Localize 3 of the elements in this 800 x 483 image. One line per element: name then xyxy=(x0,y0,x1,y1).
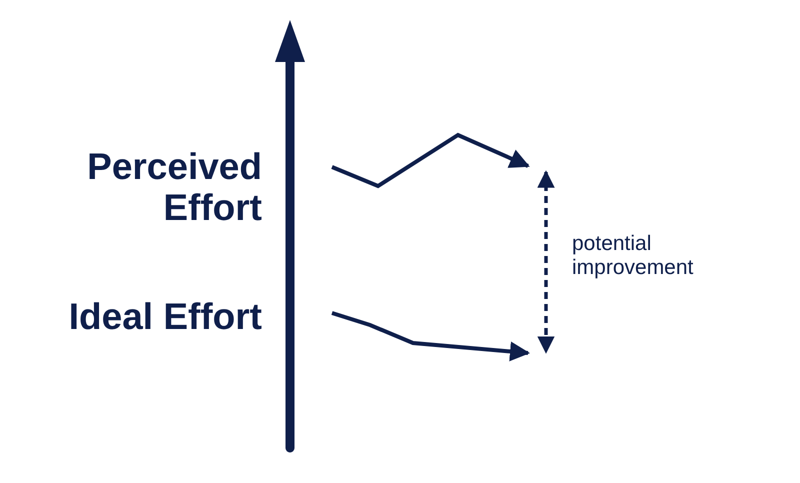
annotation-label: potential improvement xyxy=(572,232,694,280)
axis-level-label: Ideal Effort xyxy=(68,296,262,338)
axis-level-label: Perceived Effort xyxy=(86,146,262,229)
